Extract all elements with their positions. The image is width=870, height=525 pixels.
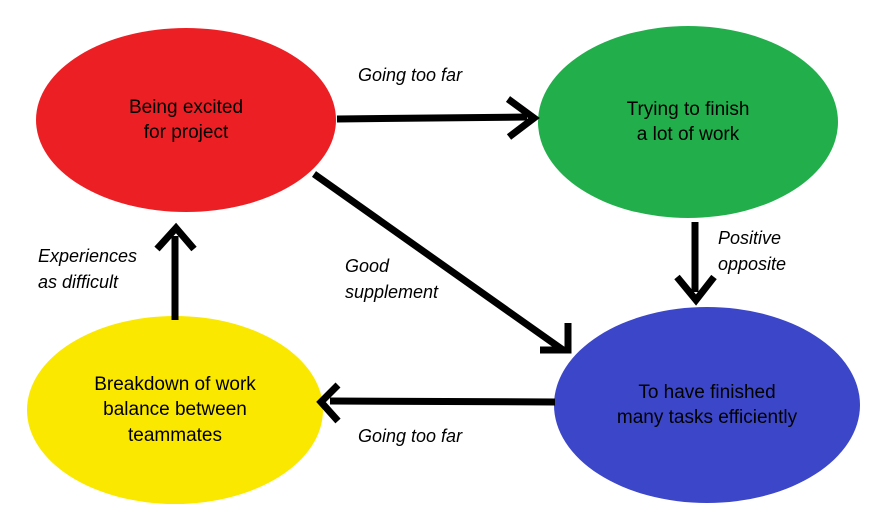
edge-label-line: Experiences	[38, 246, 138, 266]
edge-line	[329, 397, 556, 406]
edge-label-line: as difficult	[38, 272, 119, 293]
edge-label-line: Going too far	[358, 65, 463, 85]
edge-line	[336, 113, 528, 123]
edge-line	[311, 171, 566, 353]
edge-label-breakdown-to-excited: Experiences as difficult	[38, 243, 137, 295]
node-ellipse-trying-to-finish[interactable]	[538, 26, 838, 218]
edge-label-excited-to-finished: Good supplement	[345, 253, 438, 305]
edge-label-excited-to-trying: Going too far	[358, 62, 462, 88]
node-ellipse-breakdown-of-work[interactable]	[27, 316, 323, 504]
arrowhead-diagonal-icon	[540, 323, 572, 354]
edge-label-line: supplement	[345, 282, 439, 303]
edge-label-finished-to-breakdown: Going too far	[358, 423, 462, 449]
edge-excited-to-finished	[311, 171, 572, 354]
edge-label-line: Good	[345, 256, 390, 276]
edge-trying-to-finished	[674, 222, 717, 306]
edge-label-line: Positive	[718, 228, 782, 248]
edge-label-line: Going too far	[358, 426, 463, 446]
edge-label-line: opposite	[718, 254, 787, 275]
edge-breakdown-to-excited	[154, 222, 197, 320]
node-ellipse-to-have-finished[interactable]	[554, 307, 860, 503]
edge-label-trying-to-finished: Positive opposite	[718, 225, 786, 277]
arrowhead-up-icon	[154, 222, 197, 252]
edge-finished-to-breakdown	[316, 382, 556, 424]
arrowhead-left-icon	[316, 382, 341, 424]
arrowhead-right-icon	[505, 96, 540, 140]
edge-excited-to-trying	[336, 96, 540, 140]
arrowhead-down-icon	[674, 274, 717, 306]
node-ellipse-being-excited[interactable]	[36, 28, 336, 212]
